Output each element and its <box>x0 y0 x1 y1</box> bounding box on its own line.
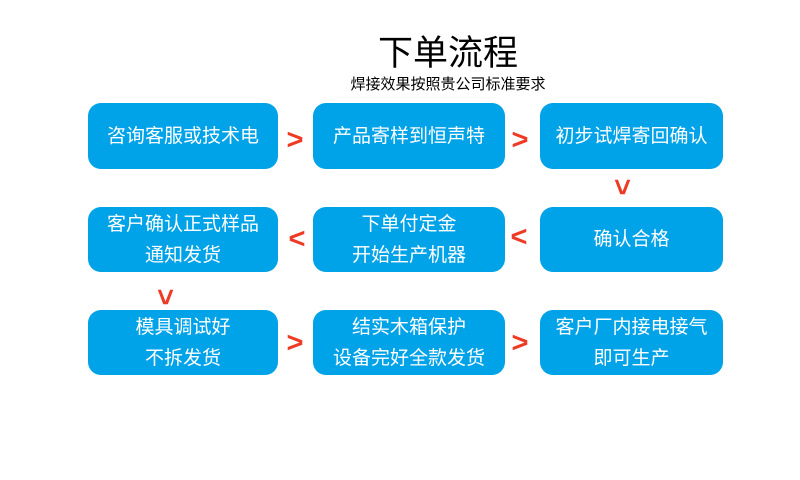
flow-step-5-line-1: 下单付定金 <box>361 213 457 235</box>
flow-step-6-line-1: 确认合格 <box>593 229 670 250</box>
page-title: 下单流程 <box>377 34 519 73</box>
arrow-down-icon: > <box>606 178 638 196</box>
flow-step-1: 咨询客服或技术电 <box>88 103 278 169</box>
flow-step-3-line-1: 初步试焊寄回确认 <box>555 125 708 147</box>
flow-step-9-line-1: 客户厂内接电接气 <box>555 316 708 338</box>
flow-step-7-line-1: 模具调试好 <box>135 316 231 338</box>
flow-step-3: 初步试焊寄回确认 <box>540 103 723 169</box>
flow-step-4-line-1: 客户确认正式样品 <box>106 213 259 235</box>
arrow-left-icon: > <box>510 220 528 252</box>
arrow-right-icon: > <box>511 327 529 359</box>
flow-step-2-line-1: 产品寄样到恒声特 <box>332 125 485 147</box>
flow-step-5-line-2: 开始生产机器 <box>351 244 466 266</box>
arrow-right-icon: > <box>286 327 304 359</box>
page-subtitle: 焊接效果按照贵公司标准要求 <box>350 76 546 93</box>
flow-step-2: 产品寄样到恒声特 <box>313 103 505 169</box>
flow-step-4: 客户确认正式样品 通知发货 <box>88 207 278 272</box>
arrow-down-icon: > <box>149 288 181 306</box>
flow-step-7-line-2: 不拆发货 <box>144 347 221 369</box>
flow-step-5: 下单付定金 开始生产机器 <box>313 207 505 272</box>
flow-step-8: 结实木箱保护 设备完好全款发货 <box>313 310 505 375</box>
flow-step-8-line-1: 结实木箱保护 <box>351 316 466 338</box>
arrow-left-icon: > <box>288 222 306 254</box>
flow-step-6: 确认合格 <box>540 207 723 272</box>
arrow-right-icon: > <box>511 124 529 156</box>
flow-step-9: 客户厂内接电接气 即可生产 <box>540 310 723 375</box>
flow-step-9-line-2: 即可生产 <box>593 347 670 369</box>
flow-step-7: 模具调试好 不拆发货 <box>88 310 278 375</box>
arrow-right-icon: > <box>286 124 304 156</box>
flow-step-1-line-1: 咨询客服或技术电 <box>106 125 259 147</box>
flow-step-8-line-2: 设备完好全款发货 <box>332 347 485 369</box>
flow-step-4-line-2: 通知发货 <box>144 244 221 266</box>
